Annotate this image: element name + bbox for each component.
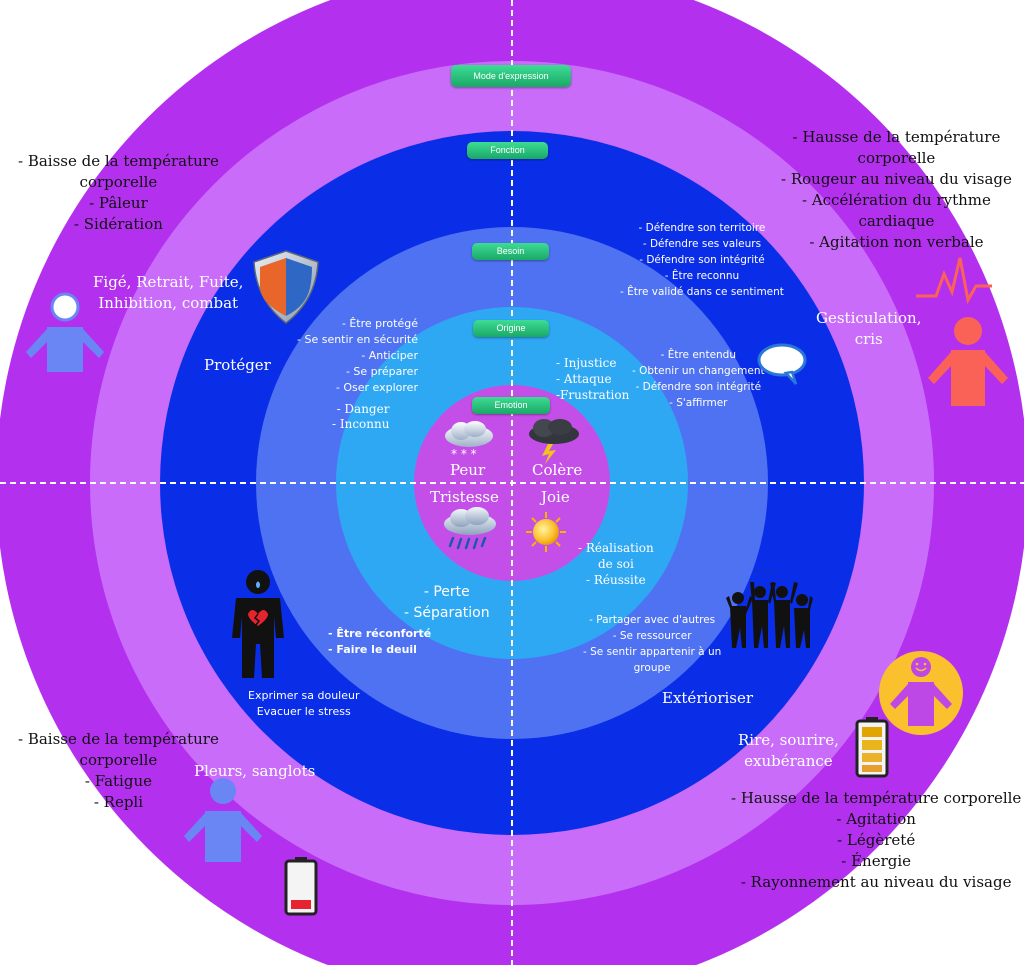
- emotion-joie: Joie: [541, 488, 570, 506]
- rain-cloud-icon: [444, 507, 496, 550]
- battery-full-icon: [855, 717, 889, 778]
- sadness-needs: - Être réconforté- Faire le deuil: [328, 627, 432, 656]
- joy-expression: Rire, sourire,exubérance: [738, 731, 839, 770]
- speech-bubble-icon: [757, 343, 807, 385]
- smiley-person-icon: [879, 651, 963, 735]
- fear-needs: - Être protégé- Se sentir en sécurité- A…: [297, 317, 418, 394]
- svg-text:* * *: * * *: [451, 447, 477, 461]
- emotion-colere: Colère: [532, 461, 583, 479]
- anger-expression: Gesticulation,cris: [816, 309, 922, 348]
- battery-low-icon: [284, 857, 318, 916]
- crying-figure-icon: [232, 570, 284, 678]
- snow-cloud-icon: * * *: [445, 421, 493, 461]
- fear-function: Protéger: [204, 356, 271, 374]
- person-icon: [184, 778, 262, 862]
- joy-function: Extérioriser: [662, 689, 754, 707]
- joy-physical: - Hausse de la température corporelle- A…: [731, 789, 1022, 891]
- anger-function: - Défendre son territoire- Défendre ses …: [620, 222, 784, 298]
- storm-cloud-icon: [529, 419, 579, 464]
- tag-origine: Origine: [473, 320, 549, 337]
- tag-fonction: Fonction: [467, 142, 548, 159]
- shield-icon: [253, 250, 319, 324]
- joy-needs: - Partager avec d'autres- Se ressourcer-…: [583, 614, 722, 674]
- svg-text:' ' ' ' ': ' ' ' ' ': [754, 569, 775, 578]
- sadness-expression: Pleurs, sanglots: [194, 762, 316, 780]
- person-icon: [26, 292, 104, 372]
- person-icon: [928, 317, 1008, 406]
- cheering-group-icon: ' ' ' ' ': [726, 569, 813, 648]
- heartbeat-icon: [916, 257, 992, 305]
- fear-origin: - Danger- Inconnu: [332, 402, 390, 431]
- sadness-origin: - Perte- Séparation: [404, 584, 490, 621]
- fear-expression: Figé, Retrait, Fuite,Inhibition, combat: [93, 273, 244, 312]
- emotion-peur: Peur: [450, 461, 486, 479]
- sun-icon: [526, 512, 566, 552]
- anger-needs: - Être entendu- Obtenir un changement- D…: [632, 349, 765, 409]
- tag-emotion: Emotion: [472, 397, 550, 414]
- tag-besoin: Besoin: [472, 243, 549, 260]
- tag-mode-expression: Mode d'expression: [451, 65, 571, 87]
- anger-origin: - Injustice- Attaque-Frustration: [556, 356, 630, 402]
- emotion-tristesse: Tristesse: [430, 488, 499, 506]
